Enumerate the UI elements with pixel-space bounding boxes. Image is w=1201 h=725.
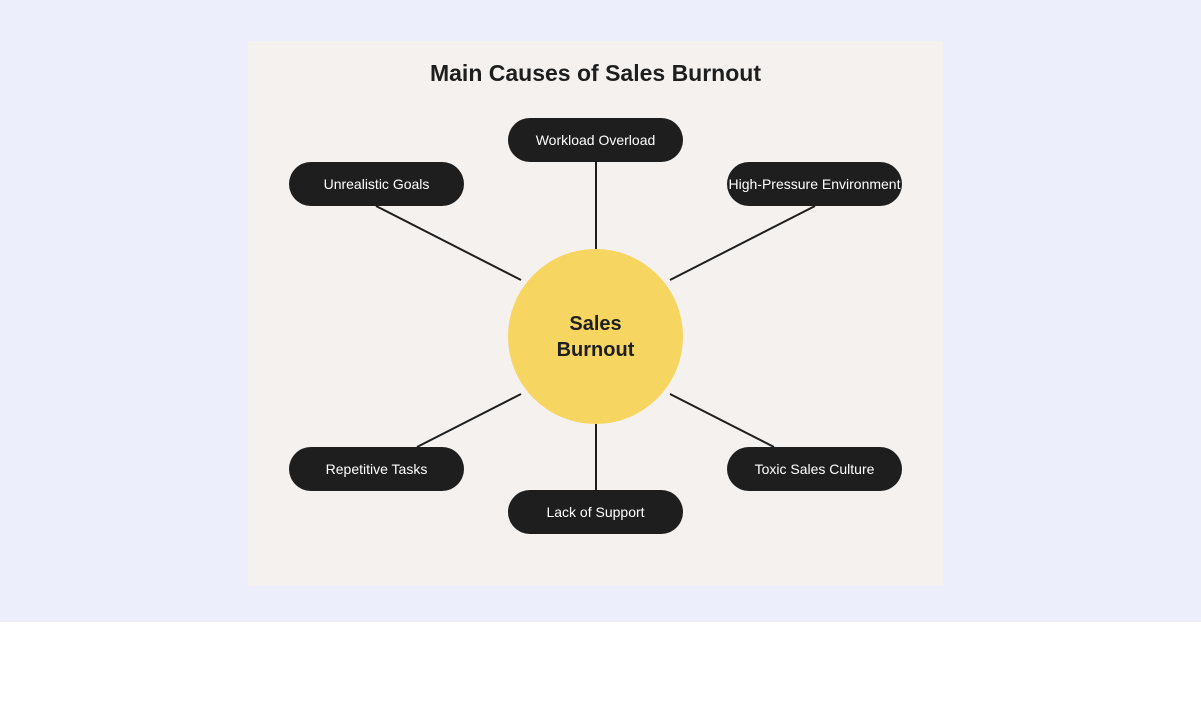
connector-pressure (669, 205, 816, 281)
diagram-card: Main Causes of Sales Burnout Sales Burno… (248, 41, 943, 586)
diagram-title: Main Causes of Sales Burnout (429, 60, 761, 86)
cause-label: Toxic Sales Culture (754, 461, 875, 477)
connector-goals (375, 205, 522, 281)
cause-label: High-Pressure Environment (728, 176, 901, 192)
cause-label: Lack of Support (546, 504, 645, 520)
cause-node-workload-overload: Workload Overload (508, 118, 683, 162)
cause-node-lack-of-support: Lack of Support (508, 490, 683, 534)
cause-label: Workload Overload (535, 132, 656, 148)
connector-toxic (669, 393, 775, 448)
connector-lines (375, 162, 816, 490)
cause-label: Repetitive Tasks (325, 461, 428, 477)
center-node-label: Sales Burnout (556, 312, 635, 361)
cause-node-repetitive-tasks: Repetitive Tasks (289, 447, 464, 491)
cause-node-toxic-sales-culture: Toxic Sales Culture (727, 447, 902, 491)
center-node-sales-burnout: Sales Burnout (508, 249, 683, 424)
connector-repetitive (416, 393, 522, 448)
cause-node-high-pressure-environment: High-Pressure Environment (727, 162, 902, 206)
cause-node-unrealistic-goals: Unrealistic Goals (289, 162, 464, 206)
cause-label: Unrealistic Goals (323, 176, 430, 192)
